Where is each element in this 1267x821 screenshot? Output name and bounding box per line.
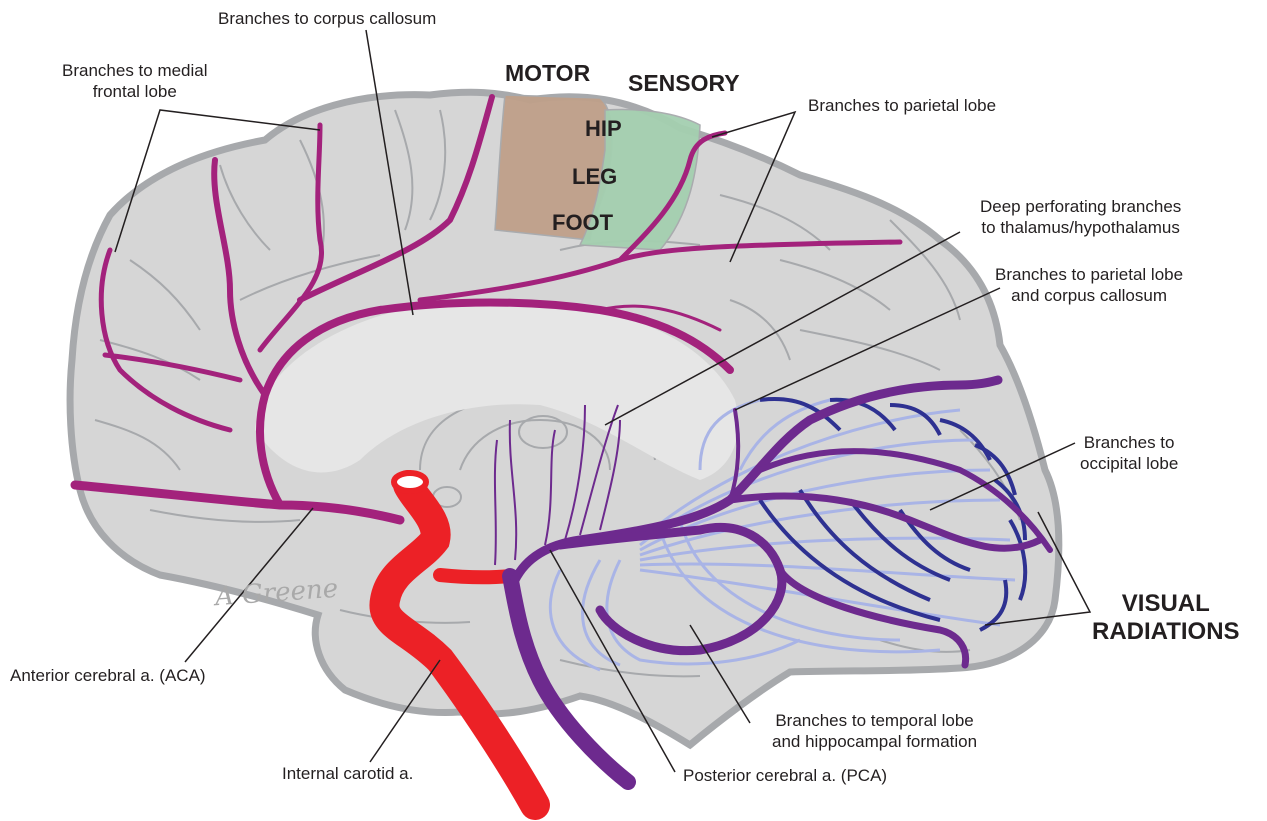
label-parietal-cc: Branches to parietal lobe and corpus cal… bbox=[995, 264, 1183, 306]
label-medial-frontal: Branches to medial frontal lobe bbox=[62, 60, 208, 102]
label-internal-carotid: Internal carotid a. bbox=[282, 763, 413, 784]
label-occipital: Branches to occipital lobe bbox=[1080, 432, 1178, 474]
label-deep-perforating-line2: to thalamus/hypothalamus bbox=[980, 217, 1181, 238]
label-aca: Anterior cerebral a. (ACA) bbox=[10, 665, 206, 686]
label-parietal: Branches to parietal lobe bbox=[808, 95, 996, 116]
label-motor: MOTOR bbox=[505, 60, 590, 87]
label-pca: Posterior cerebral a. (PCA) bbox=[683, 765, 887, 786]
label-foot: FOOT bbox=[552, 210, 613, 236]
label-medial-frontal-line2: frontal lobe bbox=[62, 81, 208, 102]
label-parietal-cc-line2: and corpus callosum bbox=[995, 285, 1183, 306]
label-temporal-hippocampal: Branches to temporal lobe and hippocampa… bbox=[772, 710, 977, 752]
label-visual-radiations: VISUAL RADIATIONS bbox=[1092, 590, 1240, 646]
label-occipital-line1: Branches to bbox=[1080, 432, 1178, 453]
carotid-opening bbox=[394, 473, 426, 491]
label-leg: LEG bbox=[572, 164, 617, 190]
label-sensory: SENSORY bbox=[628, 70, 740, 97]
label-deep-perforating: Deep perforating branches to thalamus/hy… bbox=[980, 196, 1181, 238]
label-medial-frontal-line1: Branches to medial bbox=[62, 60, 208, 81]
label-visual-radiations-line2: RADIATIONS bbox=[1092, 618, 1240, 646]
label-corpus-callosum: Branches to corpus callosum bbox=[218, 8, 436, 29]
label-deep-perforating-line1: Deep perforating branches bbox=[980, 196, 1181, 217]
label-temporal-hippocampal-line1: Branches to temporal lobe bbox=[772, 710, 977, 731]
label-hip: HIP bbox=[585, 116, 622, 142]
label-parietal-cc-line1: Branches to parietal lobe bbox=[995, 264, 1183, 285]
label-temporal-hippocampal-line2: and hippocampal formation bbox=[772, 731, 977, 752]
label-occipital-line2: occipital lobe bbox=[1080, 453, 1178, 474]
label-visual-radiations-line1: VISUAL bbox=[1092, 590, 1240, 618]
